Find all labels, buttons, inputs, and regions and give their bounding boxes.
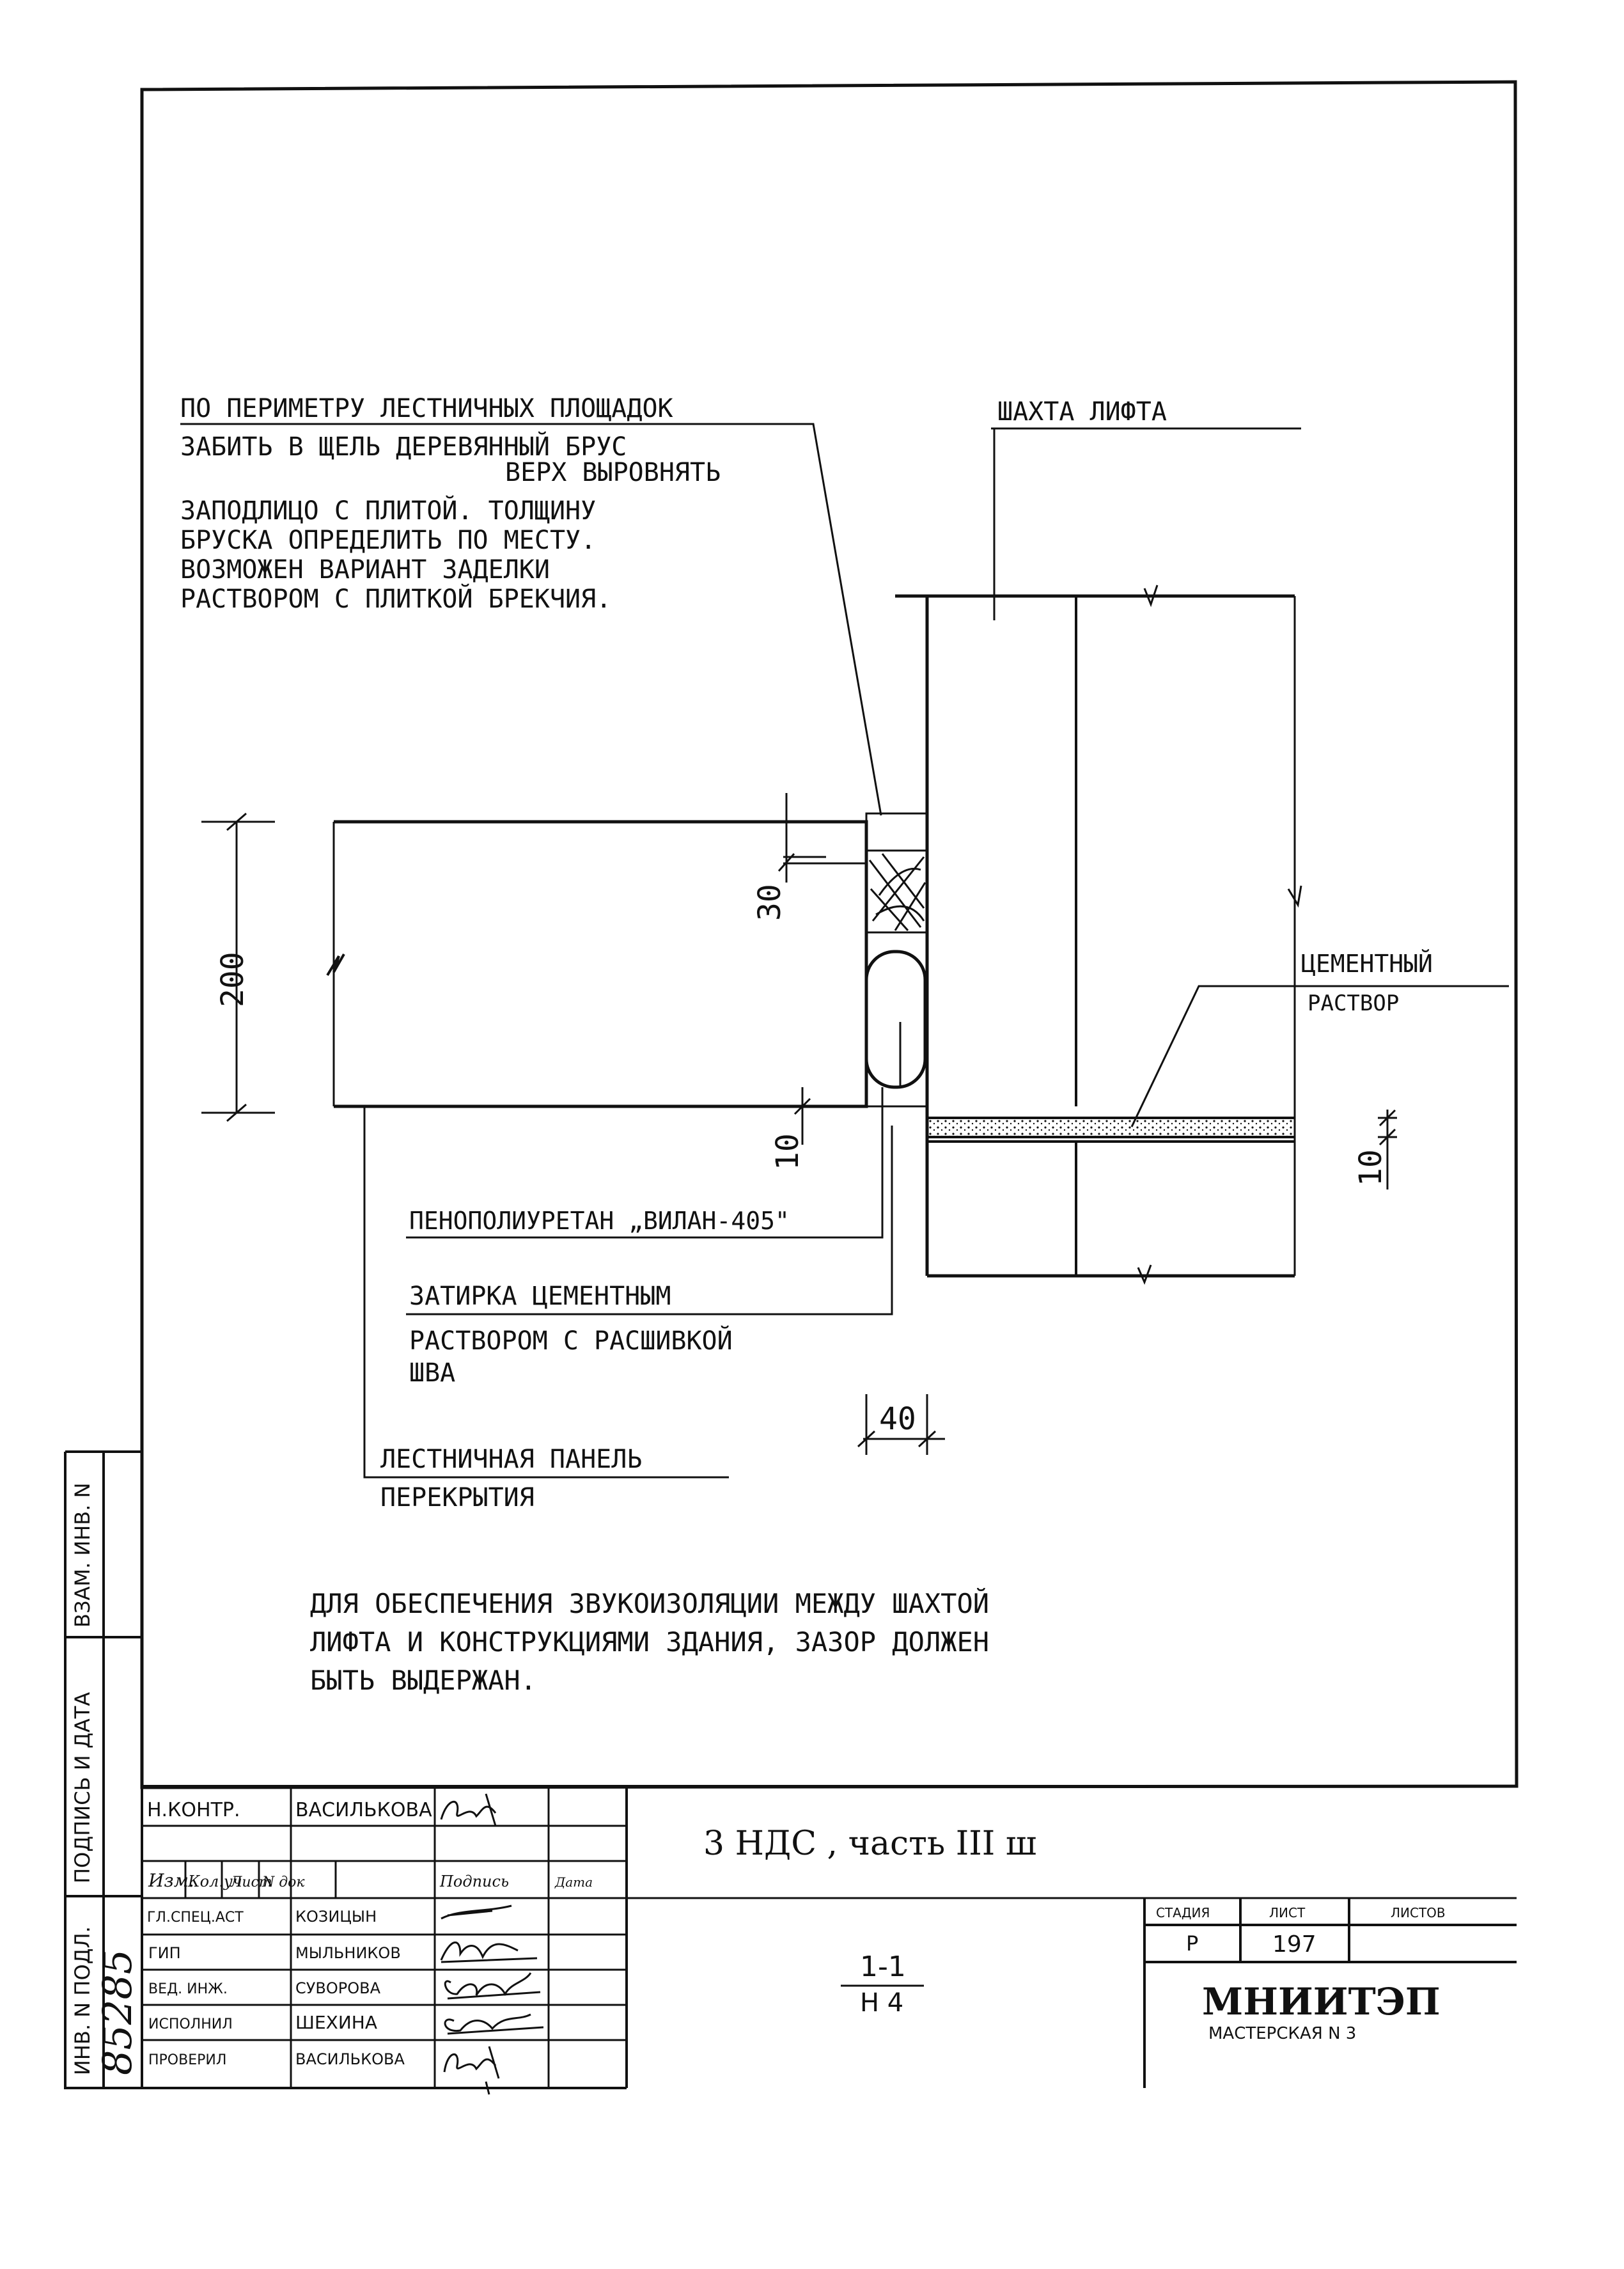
header-kol-uch: Кол.уч	[187, 1873, 242, 1890]
norm-control-name: ВАСИЛЬКОВА	[295, 1799, 432, 1821]
panel-label-2: ПЕРЕКРЫТИЯ	[380, 1483, 535, 1512]
gap-note-line: ПО ПЕРИМЕТРУ ЛЕСТНИЧНЫХ ПЛОЩАДОК	[180, 394, 673, 423]
general-note: ДЛЯ ОБЕСПЕЧЕНИЯ ЗВУКОИЗОЛЯЦИИ МЕЖДУ ШАХТ…	[310, 1587, 989, 1696]
sheet-label: ЛИСТ	[1269, 1905, 1306, 1920]
gap-filling	[864, 812, 928, 1108]
gap-note: ПО ПЕРИМЕТРУ ЛЕСТНИЧНЫХ ПЛОЩАДОК ЗАБИТЬ …	[180, 394, 721, 614]
gap-note-line: ЗАПОДЛИЦО С ПЛИТОЙ. ТОЛЩИНУ	[180, 495, 596, 526]
dim-top-gap: 30	[752, 884, 788, 921]
staff-role: ГИП	[148, 1944, 181, 1962]
leader-lines	[180, 423, 1509, 1479]
staff-role: ГЛ.СПЕЦ.АСТ	[147, 1910, 244, 1926]
signature-stroke	[444, 2013, 544, 2035]
header-izm: Изм.	[148, 1870, 194, 1891]
cement-label-1: ЦЕМЕНТНЫЙ	[1301, 950, 1433, 978]
dim-slab-thickness: 200	[215, 952, 251, 1007]
header-list: Лист	[230, 1874, 272, 1890]
note-line: БЫТЬ ВЫДЕРЖАН.	[310, 1665, 536, 1696]
signature-stroke	[443, 2046, 500, 2095]
header-date: Дата	[554, 1874, 593, 1890]
gap-note-line: ЗАБИТЬ В ЩЕЛЬ ДЕРЕВЯННЫЙ БРУС	[180, 431, 627, 462]
note-line: ЛИФТА И КОНСТРУКЦИЯМИ ЗДАНИЯ, ЗАЗОР ДОЛЖ…	[310, 1626, 989, 1658]
norm-control-role: Н.КОНТР.	[147, 1799, 240, 1821]
section-number: 1-1	[860, 1951, 906, 1983]
dim-bottom-gap: 10	[770, 1133, 806, 1170]
project-title: 3 НДС , часть III ш	[703, 1825, 1036, 1863]
signature-stroke	[440, 1941, 538, 1963]
org-workshop: МАСТЕРСКАЯ N 3	[1208, 2024, 1356, 2043]
gap-note-line: ВЕРХ ВЫРОВНЯТЬ	[505, 458, 721, 487]
grout-label-1: ЗАТИРКА ЦЕМЕНТНЫМ	[409, 1282, 671, 1311]
stage-value: Р	[1186, 1931, 1198, 1956]
note-line: ДЛЯ ОБЕСПЕЧЕНИЯ ЗВУКОИЗОЛЯЦИИ МЕЖДУ ШАХТ…	[310, 1587, 989, 1619]
shaft-label: ШАХТА ЛИФТА	[997, 397, 1167, 427]
staff-name: КОЗИЦЫН	[295, 1908, 377, 1926]
signature-stroke	[444, 1972, 541, 2000]
staff-role: ВЕД. ИНЖ.	[148, 1981, 228, 1997]
lift-shaft-wall	[895, 585, 1302, 1285]
staff-name: МЫЛЬНИКОВ	[295, 1944, 401, 1962]
signature-stroke	[441, 1904, 512, 1920]
header-n-dok: N док	[262, 1874, 305, 1890]
side-inv-value: 85285	[94, 1949, 141, 2075]
gap-note-line: БРУСКА ОПРЕДЕЛИТЬ ПО МЕСТУ.	[180, 526, 596, 555]
side-inv-swap: ВЗАМ. ИНВ. N	[70, 1482, 95, 1628]
stage-label: СТАДИЯ	[1156, 1905, 1210, 1920]
staff-name: СУВОРОВА	[295, 1979, 381, 1997]
side-stamp: ВЗАМ. ИНВ. N ПОДПИСЬ И ДАТА ИНВ. N ПОДЛ.…	[64, 1450, 142, 2089]
sheets-label: ЛИСТОВ	[1391, 1905, 1446, 1920]
section-sheet: Н 4	[860, 1988, 903, 2018]
staff-name: ВАСИЛЬКОВА	[295, 2050, 405, 2068]
header-signature: Подпись	[439, 1873, 509, 1890]
foam-cord	[864, 950, 927, 1089]
title-block	[141, 1785, 1517, 2089]
staff-role: ИСПОЛНИЛ	[148, 2016, 233, 2032]
dim-joint-width: 40	[879, 1401, 916, 1437]
title-block-text: Н.КОНТР. ВАСИЛЬКОВА Изм. Кол.уч Лист N д…	[147, 1799, 1446, 2068]
side-inv-orig: ИНВ. N ПОДЛ.	[70, 1926, 95, 2075]
dim-mortar-joint: 10	[1353, 1149, 1389, 1186]
sheet-frame	[140, 80, 1519, 1789]
cement-label-2: РАСТВОР	[1308, 991, 1399, 1016]
grout-label-3: ШВА	[409, 1358, 455, 1388]
sheet-value: 197	[1272, 1931, 1316, 1958]
staff-name: ШЕХИНА	[295, 2012, 377, 2033]
panel-label-1: ЛЕСТНИЧНАЯ ПАНЕЛЬ	[380, 1445, 642, 1474]
gap-note-line: РАСТВОРОМ С ПЛИТКОЙ БРЕКЧИЯ.	[180, 583, 611, 614]
gap-note-line: ВОЗМОЖЕН ВАРИАНТ ЗАДЕЛКИ	[180, 555, 550, 585]
signatures	[440, 1793, 544, 2095]
staff-role: ПРОВЕРИЛ	[148, 2052, 226, 2068]
side-sign-date: ПОДПИСЬ И ДАТА	[70, 1692, 95, 1883]
dimension-lines	[201, 793, 1397, 1455]
foam-label: ПЕНОПОЛИУРЕТАН „ВИЛАН-405"	[409, 1207, 790, 1235]
grout-label-2: РАСТВОРОМ С РАСШИВКОЙ	[409, 1325, 733, 1356]
org-name: МНИИТЭП	[1202, 1980, 1441, 2023]
signature-stroke	[440, 1793, 497, 1826]
mortar-cap	[865, 812, 928, 852]
